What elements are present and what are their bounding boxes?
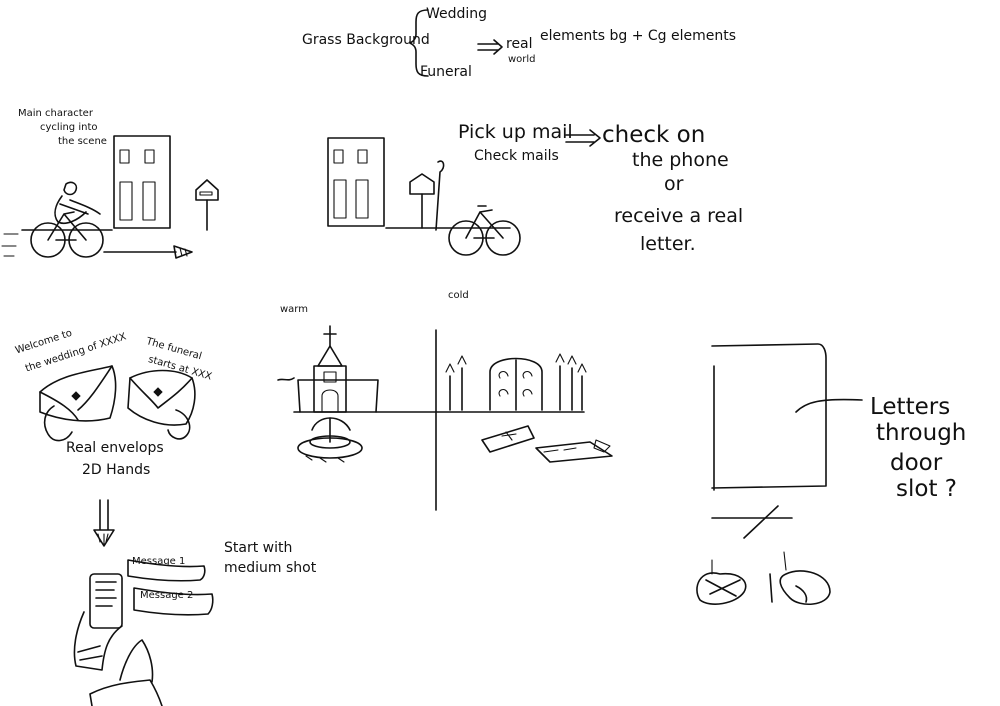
hands-2d-label: 2D Hands xyxy=(82,462,151,478)
check-mails-label: Check mails xyxy=(474,148,559,164)
the-scene-label: the scene xyxy=(58,136,107,147)
top-brace xyxy=(409,9,503,77)
pickup-arrow xyxy=(565,129,601,147)
cold-label: cold xyxy=(448,290,469,301)
main-character-label: Main character xyxy=(18,108,93,119)
through-label: through xyxy=(876,420,967,446)
envelopes xyxy=(39,365,196,547)
warm-cold-split xyxy=(277,325,613,511)
elements-bg-cg-label: elements bg + Cg elements xyxy=(540,28,737,44)
letters-label: Letters xyxy=(870,394,951,420)
or-label: or xyxy=(664,173,684,195)
letter-label: letter. xyxy=(640,233,696,255)
message2-label: Message 2 xyxy=(140,590,194,601)
check-on-label: check on xyxy=(602,122,706,148)
wedding-top-label: Wedding xyxy=(426,6,488,22)
the-phone-label: the phone xyxy=(632,149,729,171)
start-with-label: Start with xyxy=(224,540,293,556)
door-slot xyxy=(696,343,863,605)
phone-messages xyxy=(73,559,214,706)
real-envelops-label: Real envelops xyxy=(66,440,164,456)
scene-cycling-in xyxy=(1,135,219,259)
slot-label: slot ? xyxy=(896,476,957,502)
real-label: real xyxy=(506,36,533,52)
pick-up-mail-label: Pick up mail xyxy=(458,121,573,143)
cycling-into-label: cycling into xyxy=(40,122,98,133)
world-label: world xyxy=(508,54,536,65)
message1-label: Message 1 xyxy=(132,556,186,567)
funeral-top-label: Funeral xyxy=(420,64,472,80)
scene-mailbox xyxy=(327,137,521,256)
grass-background-label: Grass Background xyxy=(302,32,430,48)
medium-shot-label: medium shot xyxy=(224,560,317,576)
warm-label: warm xyxy=(280,304,308,315)
door-label: door xyxy=(890,450,943,476)
receive-real-label: receive a real xyxy=(614,205,744,227)
